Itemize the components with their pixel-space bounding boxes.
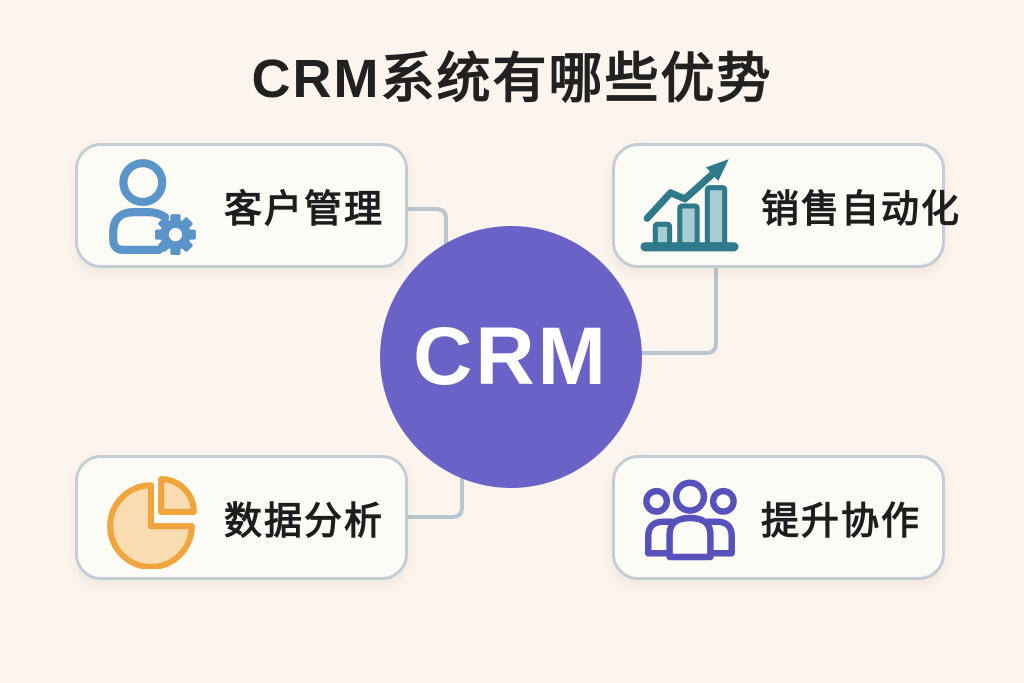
- card-label: 销售自动化: [761, 189, 962, 231]
- chart-growth-icon: [639, 155, 741, 257]
- connector-bottom-left: [406, 476, 464, 519]
- card-label: 数据分析: [224, 501, 385, 543]
- page-title: CRM系统有哪些优势: [251, 49, 773, 109]
- card-collaboration: 提升协作: [612, 455, 945, 580]
- card-data-analysis: 数据分析: [75, 455, 408, 580]
- pie-chart-icon: [102, 467, 204, 569]
- user-gear-icon: [102, 155, 204, 257]
- card-customer-management: 客户管理: [75, 143, 408, 268]
- crm-center-node: CRM: [380, 226, 642, 488]
- crm-center-label: CRM: [413, 311, 609, 402]
- connector-top-right: [640, 266, 718, 355]
- connector-top-left: [406, 207, 448, 252]
- people-group-icon: [639, 467, 741, 569]
- card-label: 提升协作: [761, 501, 922, 543]
- card-label: 客户管理: [224, 189, 385, 231]
- card-sales-automation: 销售自动化: [612, 143, 959, 268]
